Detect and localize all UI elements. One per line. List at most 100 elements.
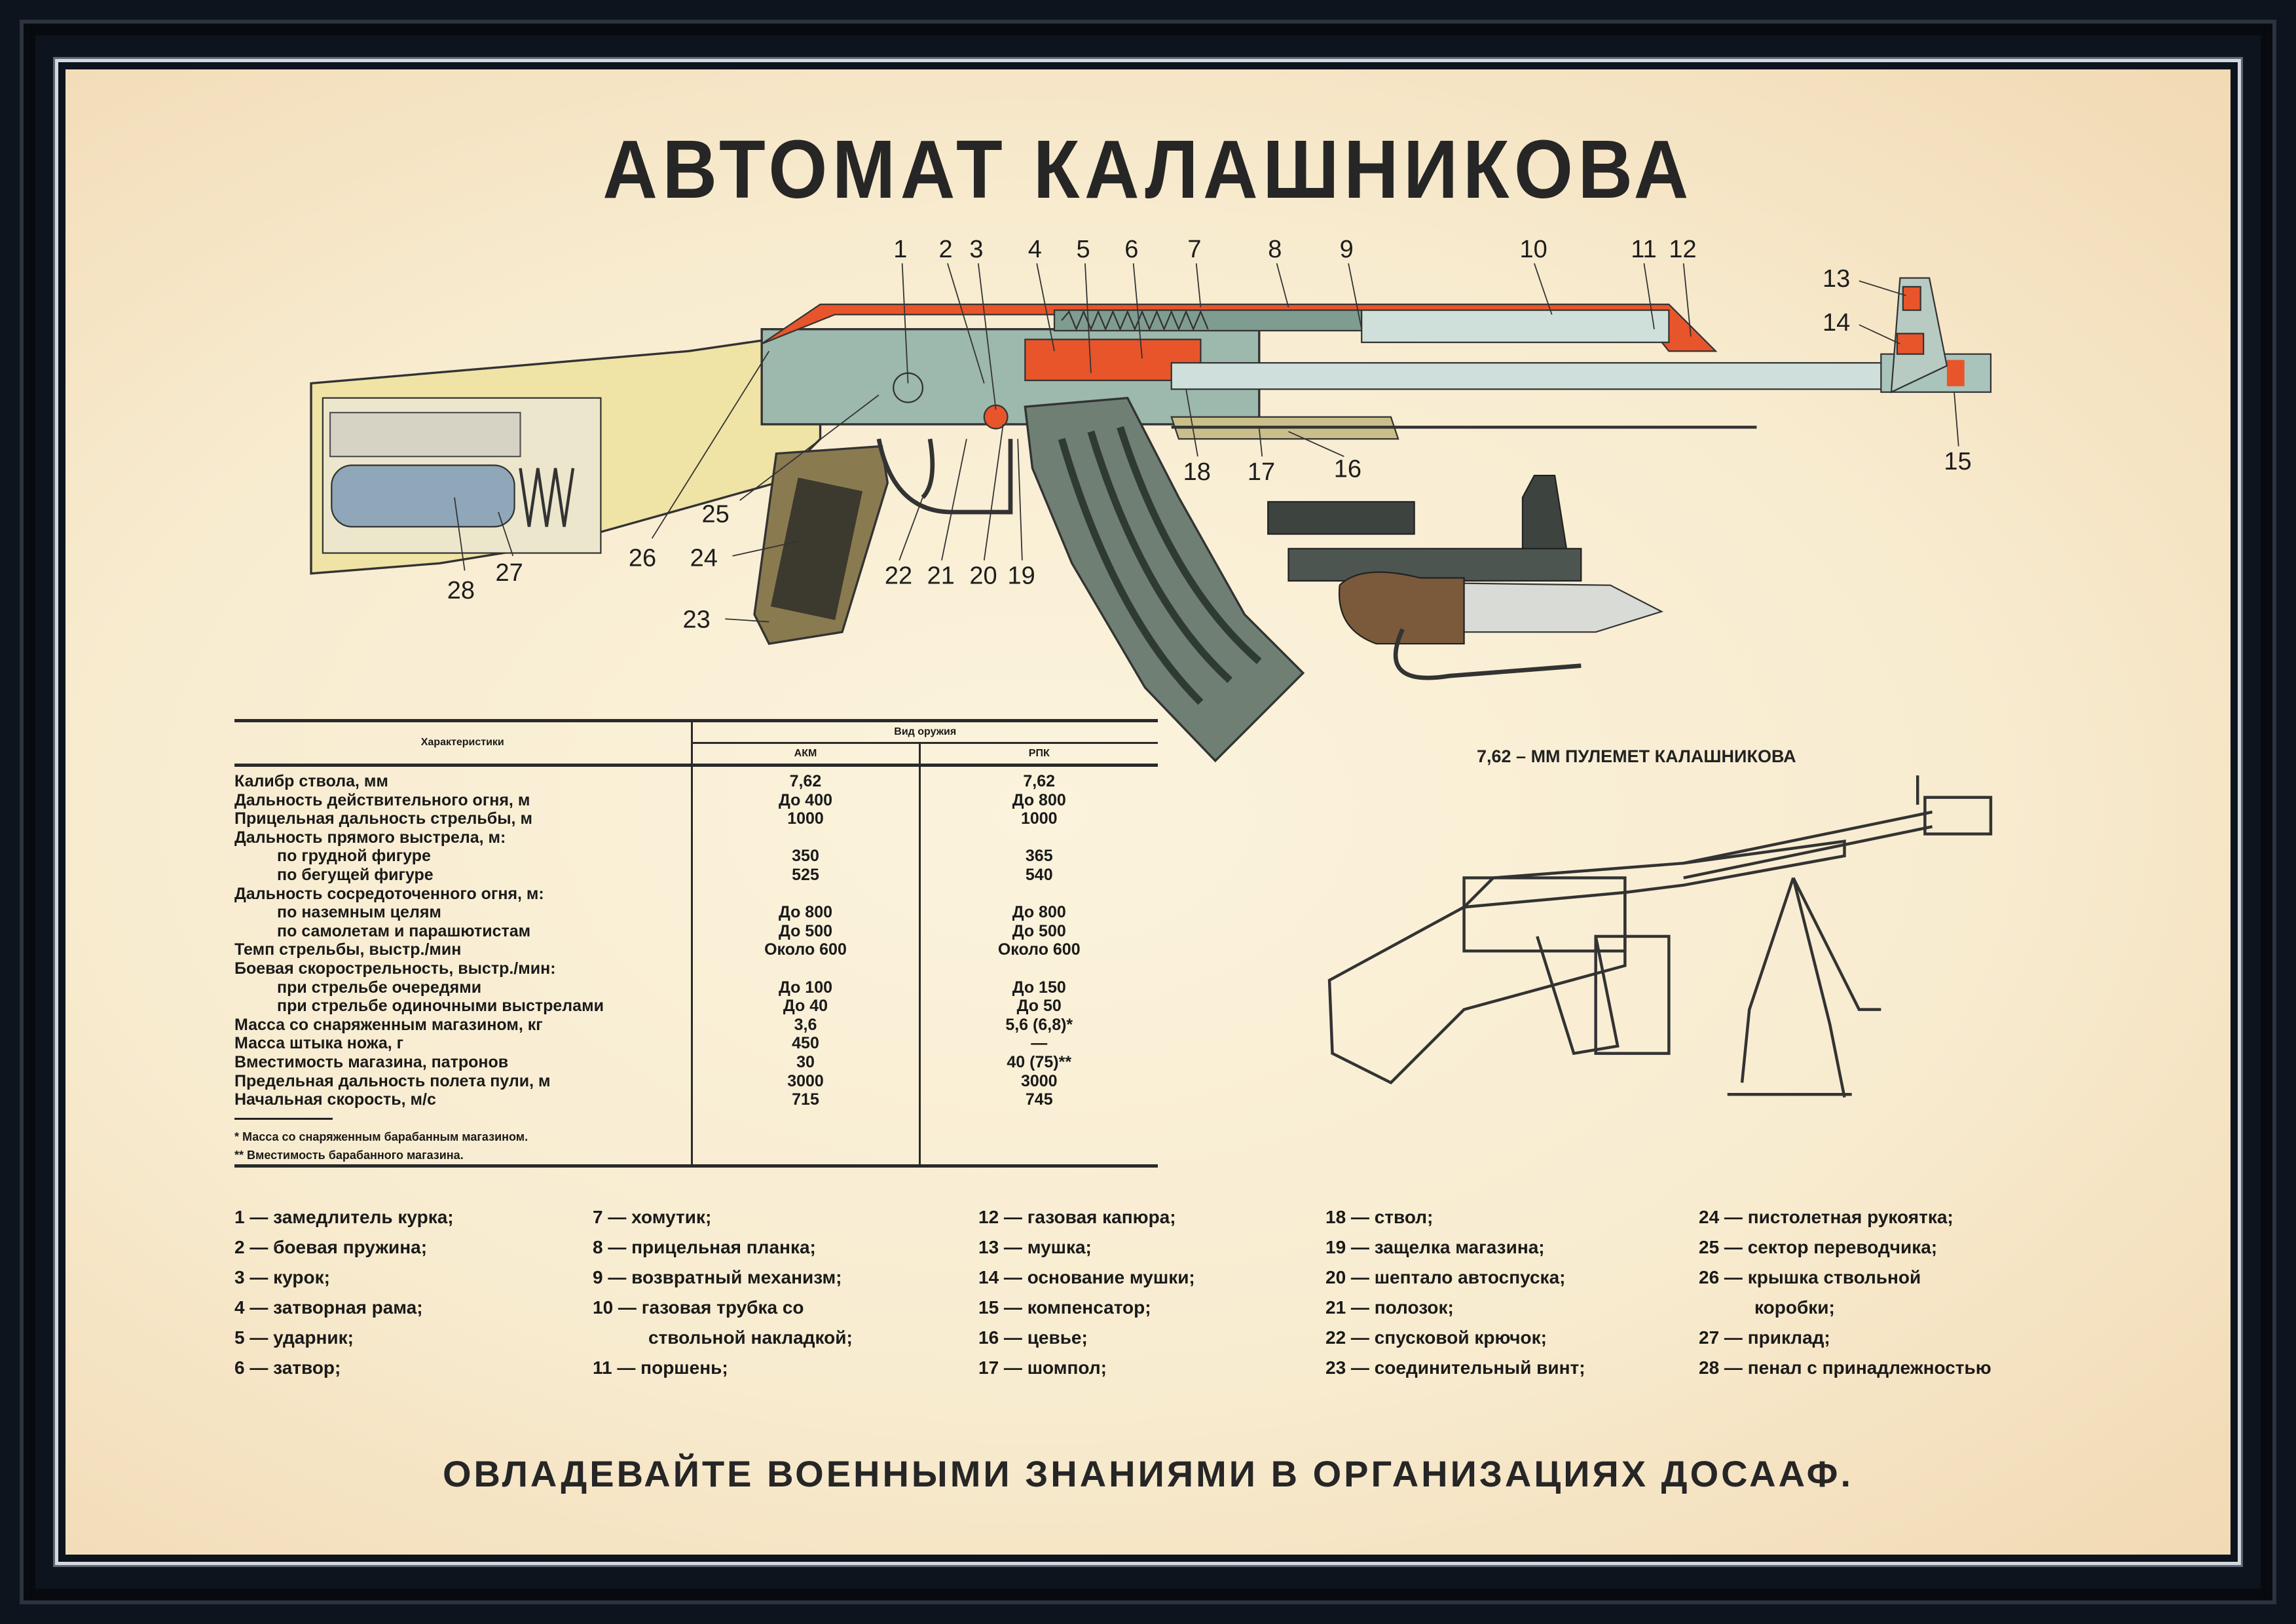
table-row: Дальность сосредоточенного огня, м: <box>234 884 1158 904</box>
legend-text: основание мушки; <box>1027 1267 1195 1287</box>
row-label: Дальность сосредоточенного огня, м: <box>234 884 544 903</box>
legend-number: 10 <box>593 1297 614 1318</box>
row-label: Дальность действительного огня, м <box>234 790 530 809</box>
legend-dash: — <box>999 1327 1028 1348</box>
callout-6: 6 <box>1124 236 1138 263</box>
legend-item: 26 — крышка ствольной <box>1699 1263 1991 1293</box>
legend-text: пистолетная рукоятка; <box>1747 1207 1953 1227</box>
akm-value <box>690 828 919 847</box>
legend-dash: — <box>1346 1207 1375 1227</box>
rpk-value <box>918 884 1158 904</box>
legend-dash: — <box>244 1237 274 1257</box>
legend-item: 18 — ствол; <box>1325 1202 1585 1232</box>
akm-value: До 100 <box>690 978 919 997</box>
legend-text: ствол; <box>1374 1207 1434 1227</box>
bayonet <box>1267 475 1664 680</box>
row-label: по самолетам и парашютистам <box>277 921 531 940</box>
legend-text: затворная рама; <box>273 1297 423 1318</box>
legend-item: 20 — шептало автоспуска; <box>1325 1263 1585 1293</box>
rpk-value: 3000 <box>918 1071 1158 1091</box>
callout-19: 19 <box>1008 562 1035 589</box>
row-label: Прицельная дальность стрельбы, м <box>234 809 532 828</box>
legend-number: 4 <box>234 1297 245 1318</box>
footnote-1: * Масса со снаряженным барабанным магази… <box>234 1130 528 1144</box>
legend-number: 19 <box>1325 1237 1346 1257</box>
legend-dash: — <box>1346 1357 1375 1378</box>
rpk-value: До 800 <box>918 903 1158 922</box>
row-label: Темп стрельбы, выстр./мин <box>234 940 462 959</box>
callout-5: 5 <box>1077 236 1090 263</box>
legend-item: 5 — ударник; <box>234 1323 454 1353</box>
legend-text: крышка ствольной <box>1747 1267 1921 1287</box>
akm-value: 30 <box>690 1052 919 1072</box>
akm-value <box>690 959 919 978</box>
rpk-value: До 800 <box>918 790 1158 810</box>
callout-9: 9 <box>1340 236 1354 263</box>
akm-value: 1000 <box>690 809 919 828</box>
legend-text: сектор переводчика; <box>1747 1237 1938 1257</box>
rpk-value: 745 <box>918 1090 1158 1109</box>
rpk-value: 540 <box>918 865 1158 885</box>
legend-number: 22 <box>1325 1327 1346 1348</box>
legend-item: 25 — сектор переводчика; <box>1699 1232 1991 1263</box>
legend-item: 10 — газовая трубка со <box>593 1293 853 1323</box>
row-label: Дальность прямого выстрела, м: <box>234 828 506 847</box>
legend-number: 8 <box>593 1237 603 1257</box>
legend-number: 24 <box>1699 1207 1720 1227</box>
legend-dash: — <box>999 1267 1028 1287</box>
row-label: Начальная скорость, м/с <box>234 1090 436 1109</box>
legend-number: 28 <box>1699 1357 1720 1378</box>
legend-item: 1 — замедлитель курка; <box>234 1202 454 1232</box>
legend-number: 21 <box>1325 1297 1346 1318</box>
callout-7: 7 <box>1187 236 1201 263</box>
legend-number: 26 <box>1699 1267 1720 1287</box>
legend-number: 25 <box>1699 1237 1720 1257</box>
header-characteristics: Характеристики <box>234 720 692 767</box>
legend-number: 5 <box>234 1327 245 1348</box>
legend-text: замедлитель курка; <box>273 1207 454 1227</box>
row-label: Калибр ствола, мм <box>234 772 388 790</box>
legend-dash: — <box>244 1267 274 1287</box>
legend-item-continuation: ствольной накладкой; <box>648 1327 853 1348</box>
legend-item: 28 — пенал с принадлежностью <box>1699 1353 1991 1383</box>
callout-1: 1 <box>893 236 907 263</box>
row-label: по бегущей фигуре <box>277 865 434 884</box>
legend-column: 12 — газовая капюра;13 — мушка;14 — осно… <box>978 1202 1195 1383</box>
legend-item-continuation: коробки; <box>1754 1297 1835 1318</box>
legend-dash: — <box>244 1357 274 1378</box>
callout-24: 24 <box>690 545 718 572</box>
legend-dash: — <box>613 1297 642 1318</box>
callout-26: 26 <box>629 545 656 572</box>
legend-item: 14 — основание мушки; <box>978 1263 1195 1293</box>
legend-item: 3 — курок; <box>234 1263 454 1293</box>
callout-21: 21 <box>927 562 955 589</box>
legend-dash: — <box>602 1207 632 1227</box>
rpk-value: — <box>918 1034 1158 1053</box>
legend-text: ударник; <box>273 1327 354 1348</box>
callout-2: 2 <box>939 236 953 263</box>
row-label: по грудной фигуре <box>277 847 431 866</box>
legend-text: газовая трубка со <box>641 1297 804 1318</box>
legend-number: 2 <box>234 1237 245 1257</box>
legend-number: 7 <box>593 1207 603 1227</box>
legend-item: 13 — мушка; <box>978 1232 1195 1263</box>
legend-number: 17 <box>978 1357 999 1378</box>
legend-item: 7 — хомутик; <box>593 1202 853 1232</box>
legend-item: 21 — полозок; <box>1325 1293 1585 1323</box>
rpk-caption: 7,62 – ММ ПУЛЕМЕТ КАЛАШНИКОВА <box>1477 747 1796 766</box>
legend-text: соединительный винт; <box>1374 1357 1585 1378</box>
legend-text: курок; <box>273 1267 330 1287</box>
rpk-machine-gun-drawing <box>1327 775 1993 1098</box>
akm-value: До 40 <box>690 997 919 1016</box>
legend-item: 12 — газовая капюра; <box>978 1202 1195 1232</box>
legend-number: 9 <box>593 1267 603 1287</box>
